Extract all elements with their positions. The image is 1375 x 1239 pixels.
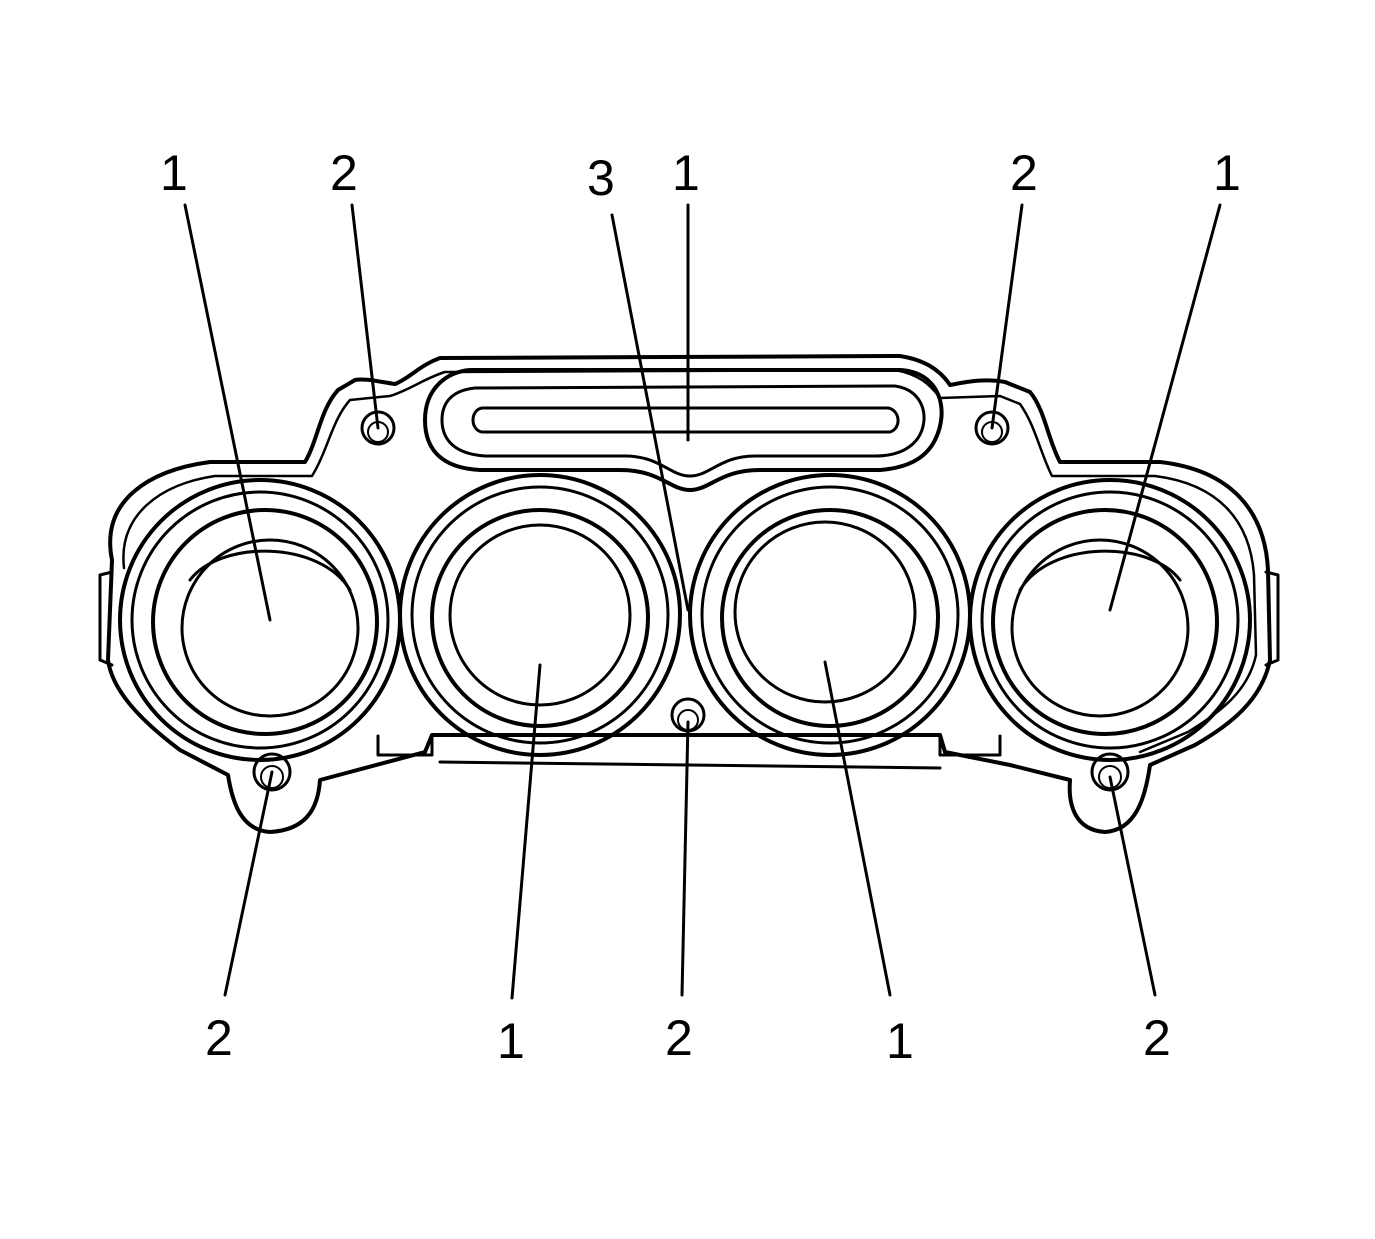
leader-top-1a bbox=[183, 203, 272, 622]
bolt-hole-bottom-left bbox=[252, 752, 292, 792]
port-1 bbox=[118, 478, 402, 762]
gasket-body bbox=[98, 354, 1280, 834]
callout-top-2b: 2 bbox=[1010, 145, 1038, 201]
port-4 bbox=[968, 478, 1252, 762]
callout-bot-2b: 2 bbox=[665, 1010, 693, 1066]
oval-inner-slot bbox=[471, 406, 900, 434]
leader-bot-2b bbox=[680, 720, 690, 997]
leader-bot-1b bbox=[823, 660, 892, 997]
callout-bot-2c: 2 bbox=[1143, 1010, 1171, 1066]
leader-bot-1a bbox=[510, 663, 542, 1000]
port-2 bbox=[398, 473, 682, 757]
top-oval-passage bbox=[423, 368, 944, 492]
callout-bot-1b: 1 bbox=[886, 1013, 914, 1069]
leader-lines bbox=[183, 203, 1222, 1000]
bolt-hole-bottom-right bbox=[1090, 752, 1130, 792]
callout-bot-1a: 1 bbox=[497, 1013, 525, 1069]
gasket-lower-tab-left bbox=[376, 734, 434, 757]
gasket-lower-edge bbox=[438, 760, 942, 770]
oval-outer bbox=[423, 368, 944, 492]
callout-top-1b: 1 bbox=[672, 145, 700, 201]
callout-bot-2a: 2 bbox=[205, 1010, 233, 1066]
gasket-bead-outer bbox=[122, 368, 1258, 754]
leader-top-2b bbox=[990, 203, 1024, 430]
callout-top-3: 3 bbox=[587, 150, 615, 206]
callout-labels: 1 2 3 1 2 1 2 1 2 1 2 bbox=[160, 145, 1241, 1069]
leader-top-1c bbox=[1108, 203, 1222, 612]
callout-top-1a: 1 bbox=[160, 145, 188, 201]
leader-bot-2c bbox=[1108, 775, 1157, 997]
leader-bot-2a bbox=[223, 770, 274, 997]
bolt-holes bbox=[252, 410, 1130, 792]
leader-top-3 bbox=[610, 213, 690, 612]
callout-top-2a: 2 bbox=[330, 145, 358, 201]
oval-mid bbox=[440, 384, 926, 478]
gasket-lower-tab-right bbox=[938, 734, 1002, 757]
gasket-right-edge bbox=[1264, 570, 1280, 667]
port-3 bbox=[688, 473, 972, 757]
gasket-left-edge bbox=[98, 570, 114, 667]
leader-top-2a bbox=[350, 203, 380, 430]
callout-top-1c: 1 bbox=[1213, 145, 1241, 201]
gasket-outer-edge bbox=[106, 354, 1272, 834]
